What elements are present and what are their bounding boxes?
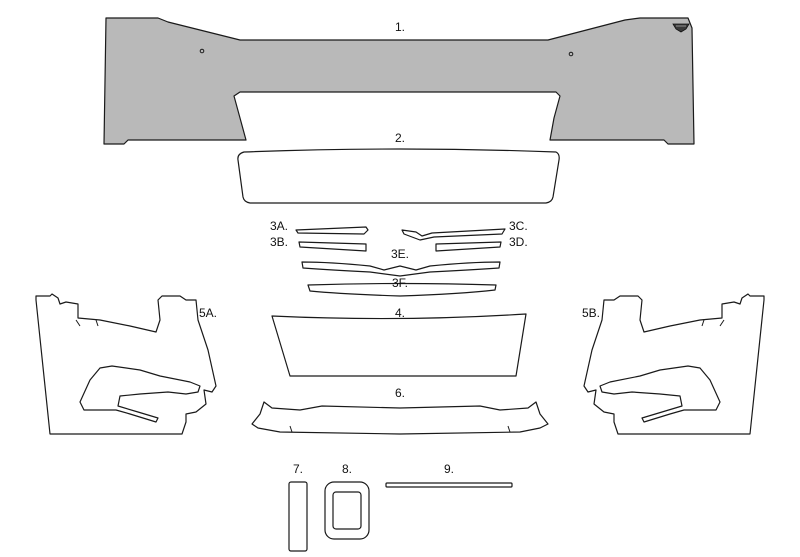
label-part-2: 2.	[395, 131, 405, 145]
part-2	[237, 148, 560, 204]
label-part-9: 9.	[444, 462, 454, 476]
part-3f	[307, 282, 497, 297]
part-5a	[35, 293, 217, 435]
label-part-3a: 3A.	[270, 219, 288, 233]
label-part-3d: 3D.	[509, 235, 528, 249]
label-part-1: 1.	[395, 20, 405, 34]
label-part-3c: 3C.	[509, 219, 528, 233]
part-6	[251, 401, 549, 435]
part-9	[385, 482, 513, 488]
part-3e	[301, 261, 501, 277]
part-8	[324, 481, 370, 540]
part-3b	[298, 241, 367, 252]
part-3a	[295, 226, 369, 235]
part-7	[288, 481, 308, 552]
label-part-7: 7.	[293, 462, 303, 476]
label-part-8: 8.	[342, 462, 352, 476]
label-part-3f: 3F.	[392, 276, 408, 290]
part-4	[271, 313, 527, 377]
label-part-3e: 3E.	[391, 247, 409, 261]
label-part-3b: 3B.	[270, 235, 288, 249]
brand-logo-icon	[672, 23, 690, 33]
part-3c	[401, 228, 506, 241]
label-part-5b: 5B.	[582, 306, 600, 320]
part-5b	[583, 293, 765, 435]
label-part-5a: 5A.	[199, 306, 217, 320]
part-3d	[435, 241, 502, 252]
part-1	[103, 17, 695, 145]
label-part-4: 4.	[395, 306, 405, 320]
label-part-6: 6.	[395, 386, 405, 400]
